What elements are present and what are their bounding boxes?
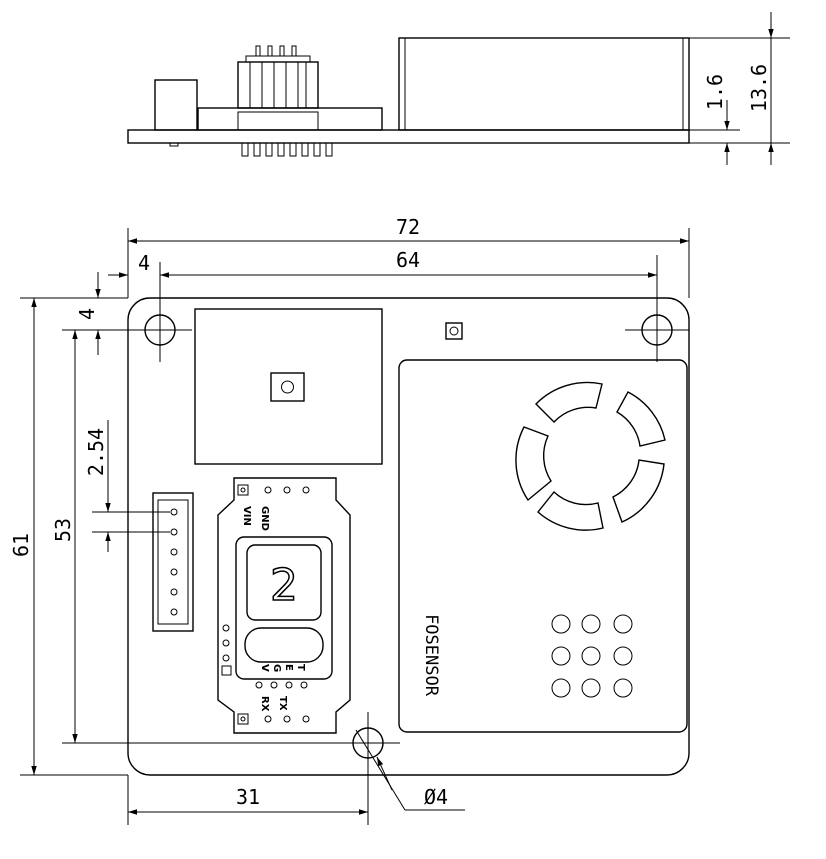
svg-text:GND: GND [259, 506, 270, 531]
side-header-pins [255, 45, 299, 108]
fan-window [515, 381, 666, 531]
brand-label: FOSENSOR [421, 614, 441, 697]
side-connector-top [152, 492, 194, 632]
side-housing [398, 37, 690, 131]
dim-hole-diameter: Ø4 [424, 785, 448, 809]
side-view: 1.6 13.6 [127, 12, 790, 165]
svg-text:VIN: VIN [241, 506, 252, 526]
side-pcb [127, 129, 690, 144]
side-connector [154, 79, 198, 131]
dim-pitch: 2.54 [84, 428, 108, 476]
svg-text:T: T [295, 664, 306, 671]
module-digit: 2 [270, 560, 298, 611]
board-outline [127, 297, 690, 776]
sensor-chip [194, 308, 383, 465]
dim-total-height: 13.6 [747, 64, 771, 112]
svg-text:V: V [259, 664, 270, 672]
side-bottom-pins [241, 142, 333, 157]
dim-hole-spacing-x: 64 [396, 248, 420, 272]
side-daughterboard [197, 107, 383, 131]
svg-text:E: E [283, 664, 294, 671]
dim-height: 61 [9, 533, 33, 557]
dim-width: 72 [396, 215, 420, 239]
mounting-hole-left [128, 300, 192, 362]
svg-text:TX: TX [277, 696, 288, 711]
dim-hole-x: 31 [236, 785, 260, 809]
vent-holes [551, 614, 633, 698]
daughter-module: VIN GND 2 V G E T RX TX [217, 477, 351, 734]
small-square-marker [445, 322, 463, 340]
dim-hole-spacing-y: 53 [51, 518, 75, 542]
mounting-hole-bottom [336, 712, 400, 825]
svg-text:RX: RX [259, 696, 270, 712]
dim-pcb-thickness: 1.6 [703, 74, 727, 110]
sensor-housing [398, 359, 688, 733]
mounting-hole-right [625, 255, 689, 362]
dim-edge-offset-y: 4 [75, 308, 99, 320]
top-view: FOSENSOR VIN GND [9, 215, 690, 825]
svg-text:G: G [271, 664, 282, 672]
dim-edge-offset-x: 4 [138, 251, 150, 275]
